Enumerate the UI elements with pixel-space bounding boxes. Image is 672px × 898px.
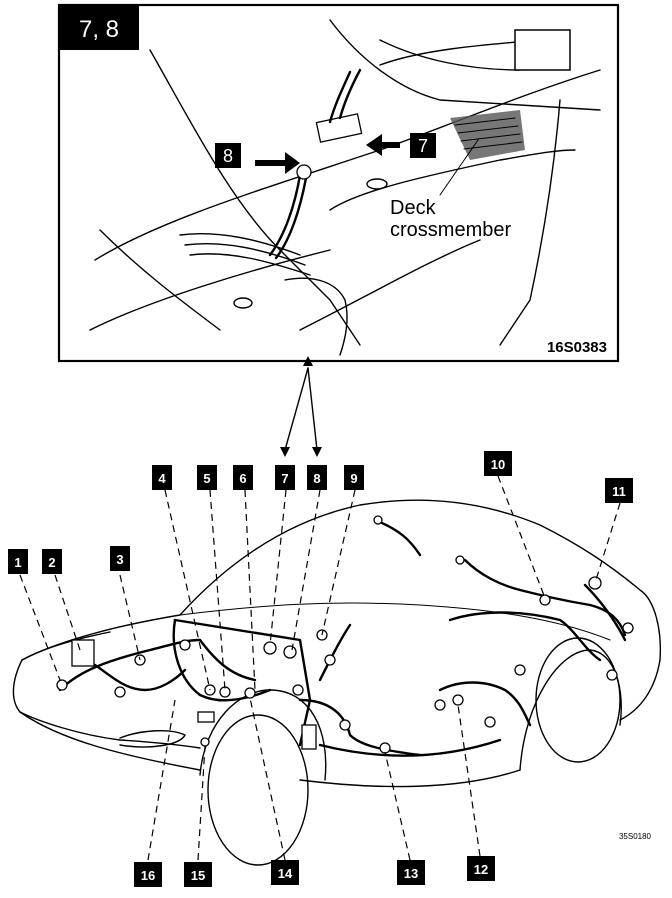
deck-label-line1: Deck bbox=[390, 197, 437, 219]
svg-text:10: 10 bbox=[491, 457, 505, 472]
svg-text:5: 5 bbox=[203, 471, 210, 486]
svg-text:9: 9 bbox=[350, 471, 357, 486]
inset-detail-view: 7, 8 bbox=[57, 3, 620, 363]
svg-text:14: 14 bbox=[278, 866, 293, 881]
connectors bbox=[56, 515, 634, 754]
wiring-harnesses bbox=[58, 518, 627, 757]
callout-16: 16 bbox=[134, 862, 162, 887]
inset-tag-box bbox=[59, 5, 139, 50]
callout-3: 3 bbox=[110, 546, 130, 571]
inset-figure-code: 16S0383 bbox=[547, 339, 607, 356]
callout-7: 7 bbox=[275, 465, 295, 490]
callout-12: 12 bbox=[467, 856, 495, 881]
svg-text:3: 3 bbox=[116, 552, 123, 567]
callout-11: 11 bbox=[605, 478, 633, 503]
callouts: 1 2 3 4 5 6 7 8 bbox=[8, 451, 633, 887]
arrow-icon bbox=[255, 152, 300, 174]
callout-6: 6 bbox=[233, 465, 253, 490]
svg-text:1: 1 bbox=[14, 555, 21, 570]
svg-text:13: 13 bbox=[404, 866, 418, 881]
callout-leaders bbox=[19, 475, 621, 861]
callout-2: 2 bbox=[42, 549, 62, 574]
inset-body-sketch bbox=[89, 19, 601, 356]
svg-text:6: 6 bbox=[239, 471, 246, 486]
relay-box bbox=[71, 639, 95, 667]
inset-pointer-arrows bbox=[280, 356, 322, 457]
callout-1: 1 bbox=[8, 549, 28, 574]
arrow-icon bbox=[366, 134, 400, 156]
car-body-outline bbox=[12, 499, 662, 866]
callout-9: 9 bbox=[344, 465, 364, 490]
callout-8: 8 bbox=[307, 465, 327, 490]
callout-5: 5 bbox=[197, 465, 217, 490]
inset-frame bbox=[57, 3, 620, 363]
svg-text:11: 11 bbox=[612, 484, 626, 499]
callout-4: 4 bbox=[152, 465, 172, 490]
inset-callout-7: 7 bbox=[418, 136, 428, 156]
svg-text:12: 12 bbox=[474, 862, 488, 877]
inset-callout-7-box bbox=[410, 133, 436, 158]
svg-text:15: 15 bbox=[191, 868, 205, 883]
inset-tag: 7, 8 bbox=[79, 16, 119, 43]
deck-label-line2: crossmember bbox=[390, 219, 511, 241]
inset-callout-8-box bbox=[215, 143, 241, 168]
callout-14: 14 bbox=[271, 860, 299, 885]
svg-text:16: 16 bbox=[141, 868, 155, 883]
callout-15: 15 bbox=[184, 862, 212, 887]
svg-text:2: 2 bbox=[48, 555, 55, 570]
svg-text:7: 7 bbox=[281, 471, 288, 486]
figure-code: 35S0180 bbox=[619, 832, 652, 841]
callout-13: 13 bbox=[397, 860, 425, 885]
svg-text:4: 4 bbox=[158, 471, 166, 486]
callout-10: 10 bbox=[484, 451, 512, 476]
svg-text:8: 8 bbox=[313, 471, 320, 486]
inset-callout-8: 8 bbox=[223, 146, 233, 166]
